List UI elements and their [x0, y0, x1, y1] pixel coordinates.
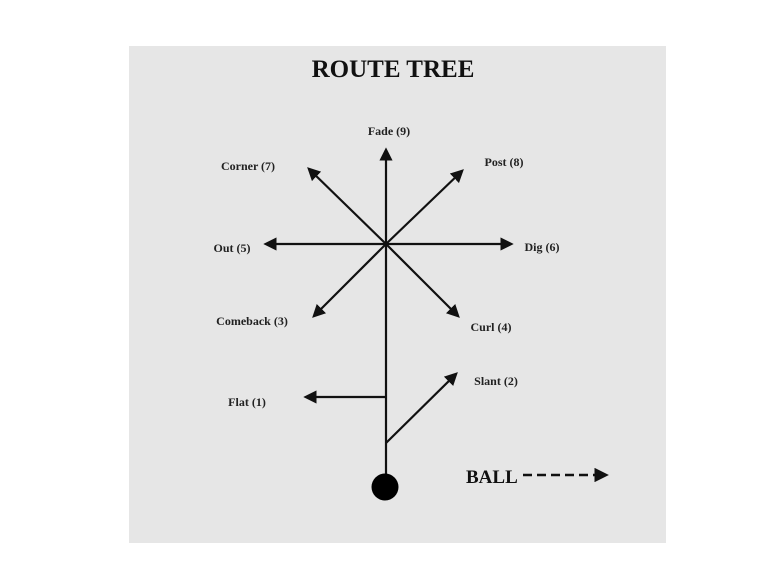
- route-label-curl: Curl (4): [471, 320, 512, 334]
- corner-route: [307, 167, 387, 245]
- ball-label: BALL: [466, 467, 518, 488]
- route-label-fade: Fade (9): [368, 124, 410, 138]
- route-label-post: Post (8): [485, 155, 524, 169]
- route-label-slant: Slant (2): [474, 374, 518, 388]
- route-label-out: Out (5): [214, 241, 251, 255]
- receiver-start-dot: [371, 473, 399, 501]
- post-route: [385, 169, 464, 245]
- diagram-panel: [129, 46, 666, 543]
- curl-route: [385, 243, 460, 318]
- diagram-title: ROUTE TREE: [312, 56, 475, 83]
- route-label-flat: Flat (1): [228, 395, 266, 409]
- route-label-dig: Dig (6): [525, 240, 560, 254]
- route-label-comeback: Comeback (3): [216, 314, 288, 328]
- slant-route: [385, 372, 458, 444]
- route-label-corner: Corner (7): [221, 159, 275, 173]
- comeback-route: [312, 243, 387, 318]
